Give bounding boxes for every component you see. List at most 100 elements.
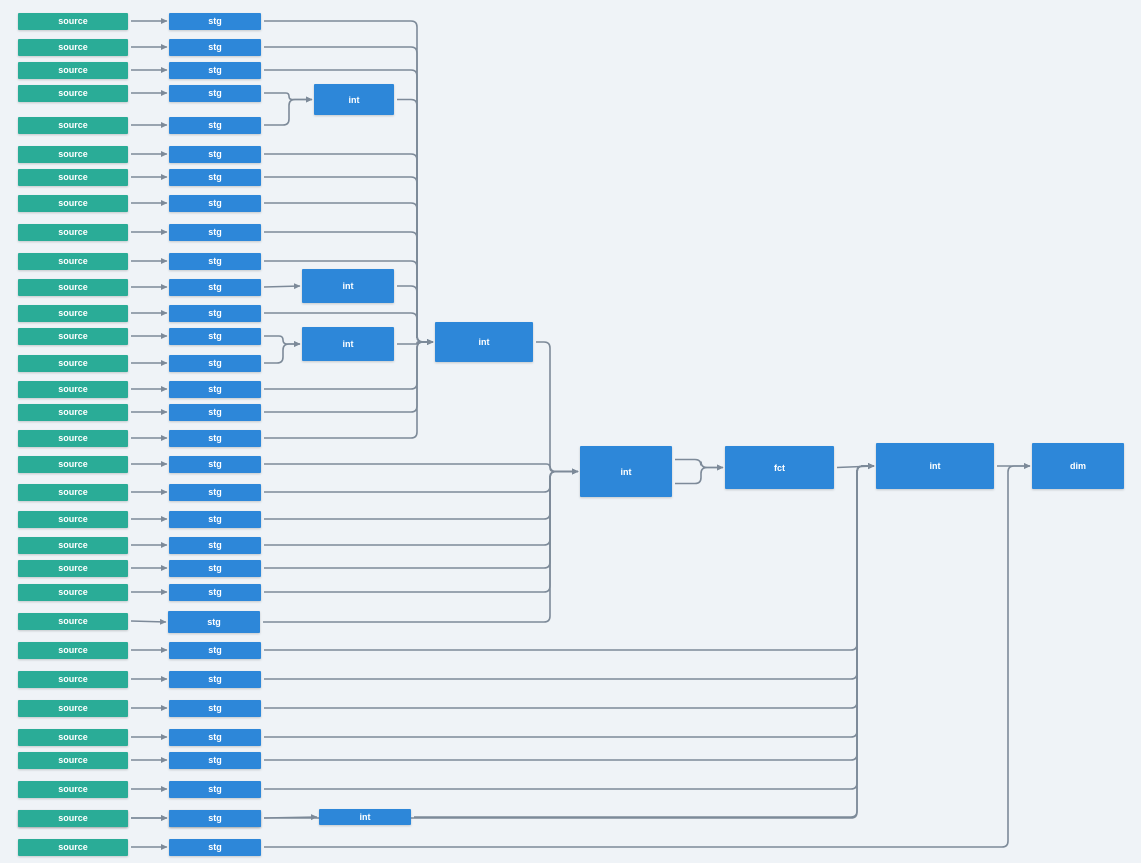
int-node-int4[interactable]: int	[435, 322, 533, 362]
source-node-src10[interactable]: source	[18, 252, 128, 270]
stg-node-stg18[interactable]: stg	[169, 455, 261, 473]
stg-node-stg23[interactable]: stg	[169, 583, 261, 601]
node-label: int	[478, 337, 490, 347]
stg-node-stg17[interactable]: stg	[169, 429, 261, 447]
node-label: source	[58, 784, 88, 794]
int-node-int6[interactable]: int	[876, 443, 994, 489]
stg-node-stg26[interactable]: stg	[169, 670, 261, 688]
source-node-src14[interactable]: source	[18, 354, 128, 372]
source-node-src7[interactable]: source	[18, 168, 128, 186]
stg-node-stg19[interactable]: stg	[169, 483, 261, 501]
node-label: stg	[208, 587, 222, 597]
source-node-src4[interactable]: source	[18, 84, 128, 102]
stg-node-stg29[interactable]: stg	[169, 751, 261, 769]
int-node-int3[interactable]: int	[302, 327, 394, 361]
stg-node-stg33[interactable]: stg	[169, 838, 261, 856]
source-node-src9[interactable]: source	[18, 223, 128, 241]
node-label: stg	[208, 42, 222, 52]
stg-node-stg28[interactable]: stg	[169, 728, 261, 746]
source-node-src11[interactable]: source	[18, 278, 128, 296]
stg-node-stg24[interactable]: stg	[168, 611, 260, 633]
stg-node-stg12[interactable]: stg	[169, 304, 261, 322]
source-node-src24[interactable]: source	[18, 612, 128, 630]
stg-node-stg6[interactable]: stg	[169, 145, 261, 163]
stg-node-stg11[interactable]: stg	[169, 278, 261, 296]
source-node-src30[interactable]: source	[18, 780, 128, 798]
stg-node-stg1[interactable]: stg	[169, 12, 261, 30]
stg-node-stg30[interactable]: stg	[169, 780, 261, 798]
source-node-src16[interactable]: source	[18, 403, 128, 421]
edge-stg24-to-int5	[263, 468, 579, 623]
node-label: stg	[208, 65, 222, 75]
stg-node-stg8[interactable]: stg	[169, 194, 261, 212]
source-node-src3[interactable]: source	[18, 61, 128, 79]
source-node-src2[interactable]: source	[18, 38, 128, 56]
edge-stg33-to-dim1	[264, 463, 1031, 848]
source-node-src15[interactable]: source	[18, 380, 128, 398]
stg-node-stg7[interactable]: stg	[169, 168, 261, 186]
edge-stg21-to-int5	[264, 468, 579, 546]
node-label: source	[58, 459, 88, 469]
edge-stg26-to-int6	[264, 463, 875, 680]
stg-node-stg16[interactable]: stg	[169, 403, 261, 421]
source-node-src8[interactable]: source	[18, 194, 128, 212]
stg-node-stg25[interactable]: stg	[169, 641, 261, 659]
edge-int5-to-fct1	[675, 464, 724, 485]
node-label: stg	[208, 514, 222, 524]
node-label: int	[359, 812, 371, 822]
source-node-src6[interactable]: source	[18, 145, 128, 163]
source-node-src21[interactable]: source	[18, 536, 128, 554]
stg-node-stg9[interactable]: stg	[169, 223, 261, 241]
node-label: source	[58, 42, 88, 52]
node-label: stg	[208, 459, 222, 469]
source-node-src33[interactable]: source	[18, 838, 128, 856]
node-label: stg	[208, 384, 222, 394]
node-label: stg	[208, 433, 222, 443]
node-label: int	[348, 94, 360, 105]
source-node-src27[interactable]: source	[18, 699, 128, 717]
source-node-src18[interactable]: source	[18, 455, 128, 473]
int-node-int5[interactable]: int	[580, 446, 672, 497]
source-node-src17[interactable]: source	[18, 429, 128, 447]
node-label: source	[58, 755, 88, 765]
source-node-src5[interactable]: source	[18, 116, 128, 134]
stg-node-stg20[interactable]: stg	[169, 510, 261, 528]
source-node-src20[interactable]: source	[18, 510, 128, 528]
fct-node-fct1[interactable]: fct	[725, 446, 834, 489]
stg-node-stg10[interactable]: stg	[169, 252, 261, 270]
stg-node-stg5[interactable]: stg	[169, 116, 261, 134]
stg-node-stg2[interactable]: stg	[169, 38, 261, 56]
stg-node-stg22[interactable]: stg	[169, 559, 261, 577]
stg-node-stg21[interactable]: stg	[169, 536, 261, 554]
dim-node-dim1[interactable]: dim	[1032, 443, 1124, 489]
node-label: source	[58, 256, 88, 266]
int-node-int2[interactable]: int	[302, 269, 394, 303]
stg-node-stg3[interactable]: stg	[169, 61, 261, 79]
stg-node-stg4[interactable]: stg	[169, 84, 261, 102]
stg-node-stg15[interactable]: stg	[169, 380, 261, 398]
source-node-src1[interactable]: source	[18, 12, 128, 30]
source-node-src19[interactable]: source	[18, 483, 128, 501]
node-label: stg	[208, 149, 222, 159]
node-label: stg	[208, 331, 222, 341]
stg-node-stg27[interactable]: stg	[169, 699, 261, 717]
edge-src24-to-stg24	[130, 618, 167, 625]
int-node-int1[interactable]: int	[314, 84, 394, 115]
source-node-src28[interactable]: source	[18, 728, 128, 746]
source-node-src23[interactable]: source	[18, 583, 128, 601]
node-label: source	[58, 308, 88, 318]
source-node-src25[interactable]: source	[18, 641, 128, 659]
node-label: int	[342, 339, 354, 349]
source-node-src32[interactable]: source	[18, 809, 128, 827]
stg-node-stg32[interactable]: stg	[169, 809, 261, 827]
stg-node-stg14[interactable]: stg	[169, 354, 261, 372]
source-node-src29[interactable]: source	[18, 751, 128, 769]
int-node-int7[interactable]: int	[319, 809, 411, 825]
node-label: int	[620, 466, 632, 477]
source-node-src12[interactable]: source	[18, 304, 128, 322]
stg-node-stg13[interactable]: stg	[169, 327, 261, 345]
edge-stg7-to-int4	[264, 176, 434, 345]
source-node-src13[interactable]: source	[18, 327, 128, 345]
source-node-src26[interactable]: source	[18, 670, 128, 688]
source-node-src22[interactable]: source	[18, 559, 128, 577]
